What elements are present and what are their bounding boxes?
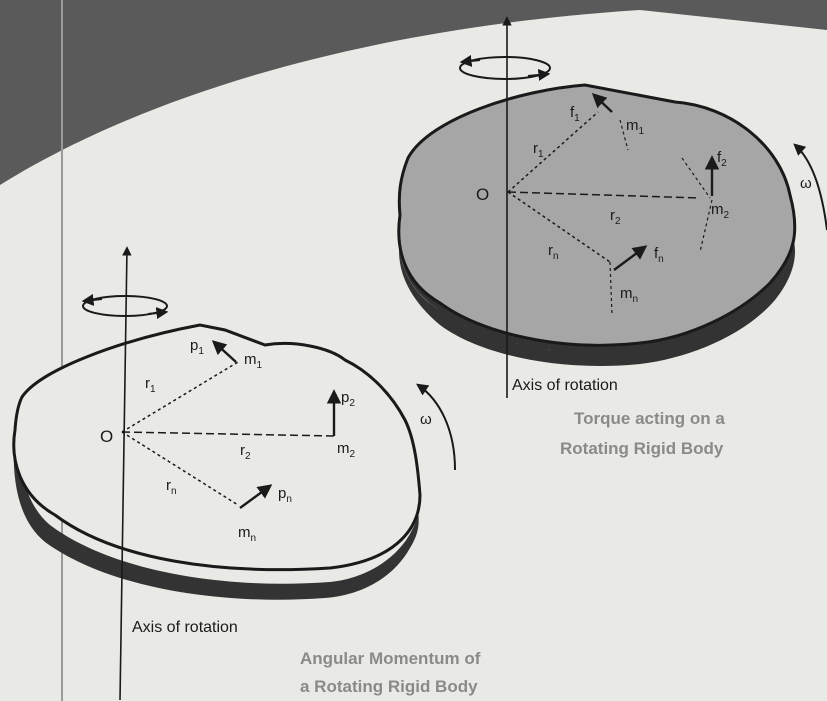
momentum-m2-label: m2 xyxy=(337,440,356,460)
momentum-p2-label: p2 xyxy=(341,389,355,409)
momentum-m1-label: m1 xyxy=(244,351,263,371)
momentum-axis-label: Axis of rotation xyxy=(132,619,238,636)
momentum-caption-line2: a Rotating Rigid Body xyxy=(300,677,478,696)
torque-rotation-arrow-right xyxy=(527,68,551,81)
torque-rotation-arrow-left xyxy=(459,54,481,67)
momentum-body-shadow xyxy=(13,400,420,600)
torque-figure: O f1 m1 r1 f2 m2 r2 rn fn mn ω Axis of r… xyxy=(397,16,827,458)
momentum-mn-label: mn xyxy=(238,524,256,544)
torque-f1-arrow xyxy=(591,93,613,113)
momentum-rotation-arrow-left xyxy=(81,293,103,306)
momentum-origin-label: O xyxy=(100,427,113,446)
momentum-axis-line xyxy=(119,246,132,701)
torque-mn-label: mn xyxy=(620,285,638,305)
momentum-omega-arc xyxy=(416,383,456,471)
torque-m1-tangent xyxy=(619,119,629,151)
momentum-r2-label: r2 xyxy=(240,442,251,462)
torque-r1-line xyxy=(507,111,599,193)
torque-r2-line xyxy=(507,191,701,199)
torque-omega-label: ω xyxy=(800,175,812,192)
angular-momentum-figure: O p1 m1 r1 p2 m2 r2 rn pn mn ω Axis of r… xyxy=(12,246,481,701)
momentum-r1-line xyxy=(121,361,239,433)
momentum-rotation-arrow-right xyxy=(147,307,169,320)
momentum-r1-label: r1 xyxy=(145,375,156,395)
torque-rotation-circle xyxy=(459,56,551,80)
torque-axis-label: Axis of rotation xyxy=(512,377,618,394)
torque-m2-tangent-b xyxy=(699,199,713,253)
torque-fn-arrow xyxy=(613,245,648,271)
torque-m1-label: m1 xyxy=(626,117,645,137)
torque-rn-label: rn xyxy=(548,242,559,262)
momentum-rn-label: rn xyxy=(166,477,177,497)
torque-f2-label: f2 xyxy=(717,149,727,169)
momentum-pn-arrow xyxy=(239,484,273,509)
torque-mn-tangent xyxy=(609,261,613,316)
torque-fn-label: fn xyxy=(654,245,664,265)
torque-body-top xyxy=(397,83,797,347)
momentum-p1-arrow xyxy=(211,340,237,363)
torque-omega-arc xyxy=(793,143,827,231)
torque-r2-label: r2 xyxy=(610,207,621,227)
torque-m2-label: m2 xyxy=(711,201,730,221)
momentum-p1-label: p1 xyxy=(190,337,204,357)
momentum-rn-line xyxy=(121,431,239,506)
torque-f1-label: f1 xyxy=(570,104,580,124)
momentum-caption-line1: Angular Momentum of xyxy=(300,649,481,668)
torque-m2-tangent-a xyxy=(681,157,711,199)
torque-r1-label: r1 xyxy=(533,140,544,160)
momentum-pn-label: pn xyxy=(278,485,292,505)
momentum-omega-label: ω xyxy=(420,411,432,428)
torque-caption-line1: Torque acting on a xyxy=(574,409,725,428)
momentum-rotation-circle xyxy=(82,295,168,317)
torque-rn-line xyxy=(507,191,611,263)
torque-caption-line2: Rotating Rigid Body xyxy=(560,439,724,458)
torque-origin-label: O xyxy=(476,185,489,204)
momentum-body-top xyxy=(12,323,422,572)
